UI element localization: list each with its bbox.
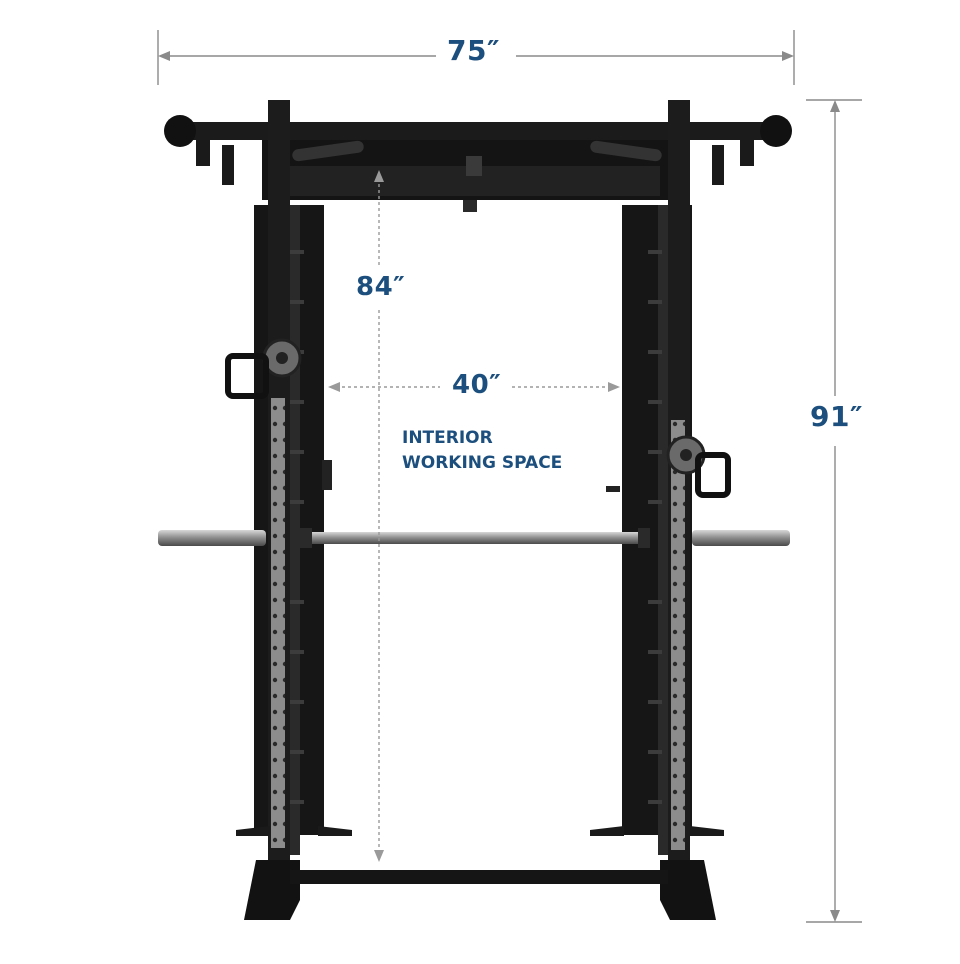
left-tower xyxy=(225,100,352,920)
interior-height-dimension-line xyxy=(374,170,384,862)
caption-line-1: INTERIOR xyxy=(402,428,493,448)
top-crossmember xyxy=(164,115,792,212)
overall-width-label: 75″ xyxy=(447,34,500,67)
base-crossmember xyxy=(290,870,668,884)
interior-height-label: 84″ xyxy=(354,272,408,302)
interior-working-space-caption: INTERIOR WORKING SPACE xyxy=(402,426,562,476)
width-dimension-line xyxy=(157,30,795,85)
right-tower xyxy=(590,100,731,920)
interior-width-label: 40″ xyxy=(448,370,506,400)
height-dimension-line xyxy=(806,99,862,923)
caption-line-2: WORKING SPACE xyxy=(402,453,563,473)
interior-width-dimension-line xyxy=(328,382,620,392)
overall-height-label: 91″ xyxy=(806,400,867,433)
barbell xyxy=(158,528,790,548)
